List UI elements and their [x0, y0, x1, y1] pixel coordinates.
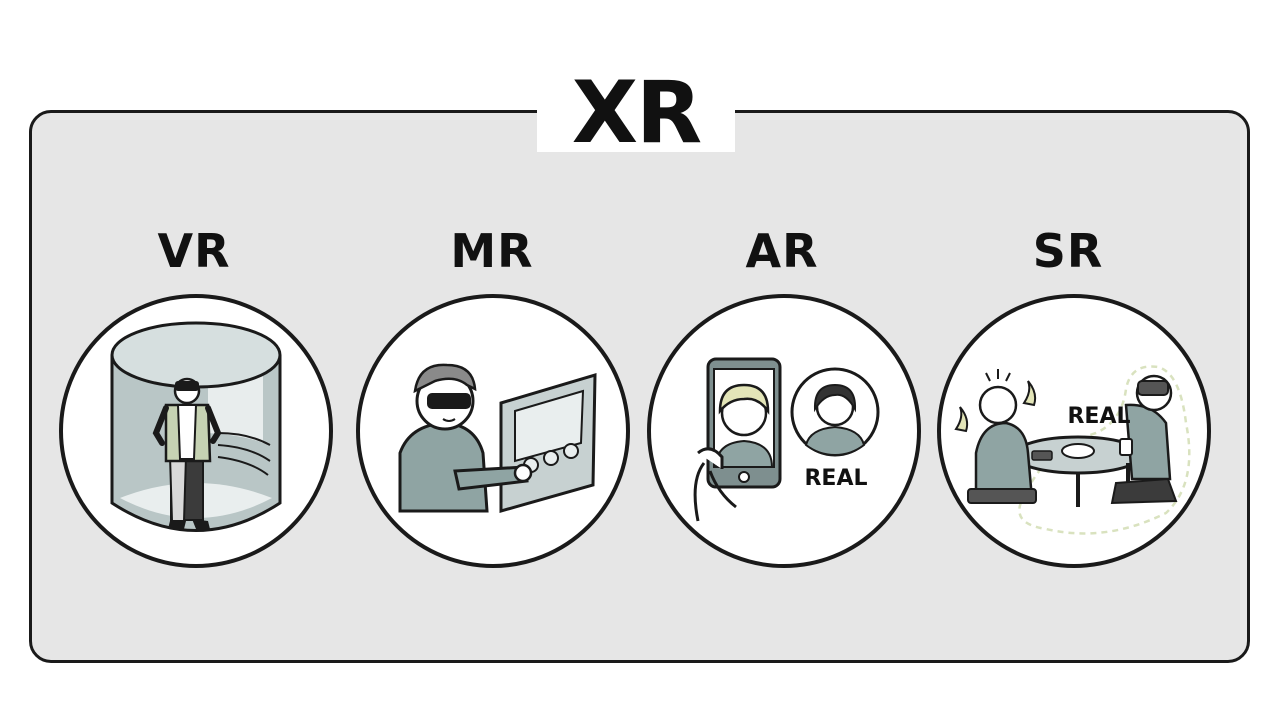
label-sr: SR	[1032, 224, 1104, 278]
sr-real-zone	[1018, 365, 1191, 535]
mr-person	[398, 363, 533, 513]
vr-person	[152, 377, 222, 529]
mr-virtual-panel	[499, 372, 597, 513]
label-mr: MR	[450, 224, 534, 278]
title-backdrop	[537, 82, 735, 152]
sr-vr-person	[1110, 374, 1178, 505]
label-vr: VR	[157, 224, 231, 278]
sr-real-tag: REAL	[1067, 404, 1130, 429]
ar-phone	[693, 357, 782, 522]
vr-illustration	[58, 293, 334, 569]
ar-real-person	[790, 367, 880, 457]
vr-cylinder	[110, 321, 282, 532]
label-ar: AR	[745, 224, 819, 278]
sr-illustration: REAL	[936, 293, 1212, 569]
ar-real-tag: REAL	[804, 466, 867, 491]
mr-illustration	[355, 293, 631, 569]
sr-ghost-figure	[954, 369, 1037, 504]
ar-illustration: REAL	[646, 293, 922, 569]
page-title: XR	[571, 63, 703, 163]
